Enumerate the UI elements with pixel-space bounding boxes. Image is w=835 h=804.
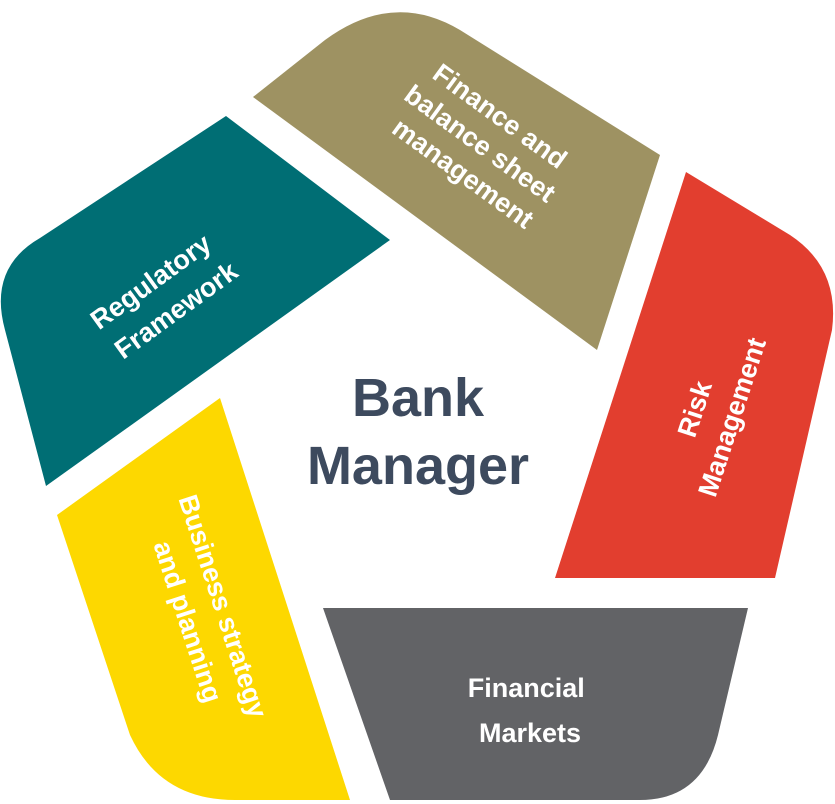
label-line: Markets bbox=[479, 718, 581, 748]
center-title-line2: Manager bbox=[307, 436, 529, 496]
segment-financial-markets bbox=[323, 608, 748, 800]
label-line: Financial bbox=[468, 673, 585, 703]
segment-risk-management bbox=[555, 172, 834, 578]
segment-business-strategy bbox=[57, 398, 350, 800]
segment-finance-balance-sheet bbox=[253, 12, 660, 350]
segment-regulatory-framework bbox=[0, 116, 391, 486]
label-financial-markets: Financial Markets bbox=[468, 673, 593, 748]
center-title-line1: Bank bbox=[352, 368, 485, 428]
label-finance-balance-sheet: Finance and balance sheet management bbox=[379, 52, 587, 241]
